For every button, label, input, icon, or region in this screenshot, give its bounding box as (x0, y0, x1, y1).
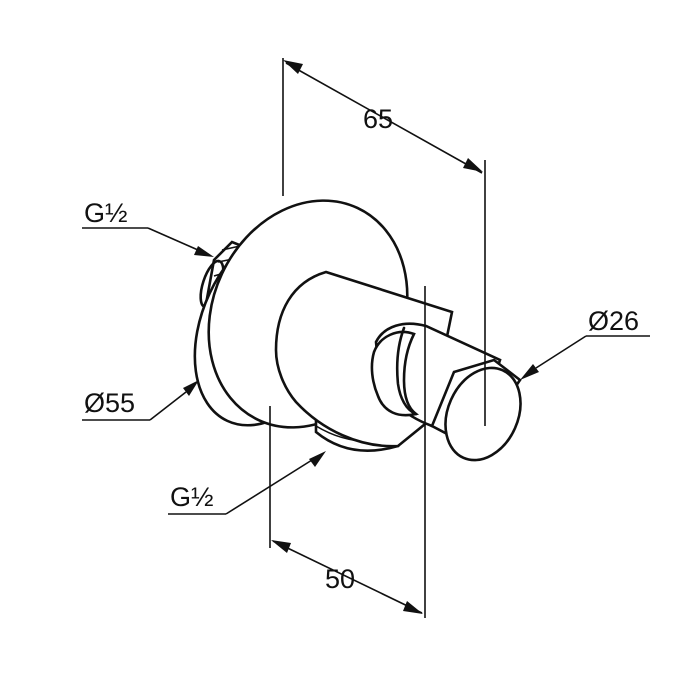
label-d55: Ø55 (84, 388, 135, 418)
wall-elbow-illustration (193, 199, 522, 462)
dimension-d26 (520, 335, 650, 380)
dimension-65 (282, 58, 486, 426)
dimension-g12-outlet (168, 451, 326, 515)
outlet-cylinder (430, 358, 522, 462)
label-d26: Ø26 (588, 306, 639, 336)
dimension-50 (269, 286, 426, 618)
dimension-g12-inlet (82, 227, 214, 257)
label-g12-inlet: G½ (84, 198, 128, 228)
dimension-lines (82, 58, 650, 618)
label-g12-outlet: G½ (170, 482, 214, 512)
label-50: 50 (325, 564, 355, 594)
dimension-d55 (82, 380, 199, 421)
label-65: 65 (363, 104, 393, 134)
